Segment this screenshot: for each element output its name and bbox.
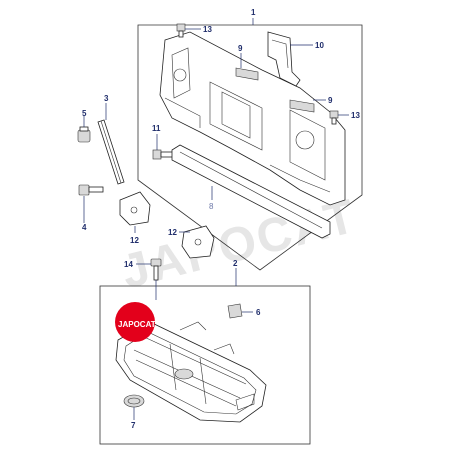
callout-8: 8 — [209, 202, 214, 211]
leader-lines — [83, 18, 349, 420]
crossmember-8[interactable] — [171, 144, 331, 239]
bracket-10[interactable] — [267, 31, 301, 87]
radiator-support-panel[interactable] — [159, 31, 346, 206]
callout-6: 6 — [256, 308, 261, 317]
emblem-7[interactable] — [123, 394, 145, 408]
callout-9-lower: 9 — [328, 96, 333, 105]
bracket-12-upper[interactable] — [119, 191, 151, 226]
callout-1: 1 — [251, 8, 256, 17]
callout-11: 11 — [152, 124, 161, 133]
callout-9-upper: 9 — [238, 44, 243, 53]
callout-4: 4 — [82, 223, 87, 232]
callout-13-right: 13 — [351, 111, 360, 120]
clip-9-upper[interactable] — [235, 67, 259, 81]
clip-6[interactable] — [227, 303, 243, 319]
callout-10: 10 — [315, 41, 324, 50]
strut-3[interactable] — [97, 119, 125, 185]
bolt-13-upper[interactable] — [176, 23, 186, 38]
callout-2: 2 — [233, 259, 238, 268]
bolt-13-right[interactable] — [329, 110, 339, 125]
callout-13-upper: 13 — [203, 25, 212, 34]
clip-9-lower[interactable] — [289, 99, 315, 113]
logo-text: JAPOCAT — [118, 320, 156, 329]
japocat-logo: JAPOCAT — [115, 302, 156, 342]
radiator-grille[interactable] — [115, 321, 267, 423]
screw-14[interactable] — [150, 258, 162, 281]
nut-5[interactable] — [77, 126, 91, 143]
callout-3: 3 — [104, 94, 109, 103]
callout-7: 7 — [131, 421, 136, 430]
bolt-4[interactable] — [78, 184, 104, 196]
grille-assembly-frame — [99, 285, 311, 445]
bolt-11[interactable] — [152, 149, 174, 160]
callout-5: 5 — [82, 109, 87, 118]
callout-14: 14 — [124, 260, 133, 269]
callout-12-upper: 12 — [130, 236, 139, 245]
bracket-12-lower[interactable] — [181, 225, 215, 259]
watermark: JAPOCAT — [116, 190, 361, 299]
callout-12-lower: 12 — [168, 228, 177, 237]
logo-disc — [115, 302, 155, 342]
